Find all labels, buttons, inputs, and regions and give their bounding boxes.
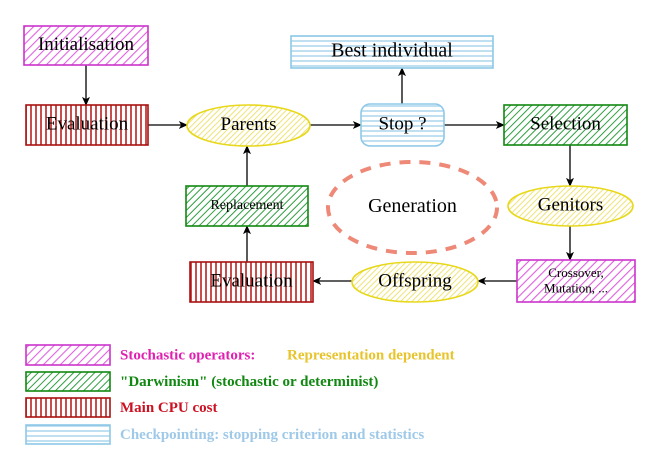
legend-label: "Darwinism" (stochastic or determinist) xyxy=(120,374,378,390)
node-shape xyxy=(185,185,309,227)
node-shape xyxy=(503,104,628,146)
node-shape xyxy=(360,103,445,147)
node-offspring[interactable]: Offspring xyxy=(351,261,479,303)
node-label-line2: Mutation, ... xyxy=(544,281,608,296)
node-generation[interactable]: Generation xyxy=(326,160,499,255)
node-shape xyxy=(507,185,634,227)
legend-swatch xyxy=(25,424,111,445)
node-crossover-mutation[interactable]: Crossover,Mutation, ... xyxy=(516,259,636,303)
node-shape xyxy=(351,261,479,303)
node-initialisation[interactable]: Initialisation xyxy=(23,25,149,66)
legend-item-checkpointing: Checkpointing: stopping criterion and st… xyxy=(25,424,424,445)
node-label: Stop ? xyxy=(378,113,426,134)
legend-label: Main CPU cost xyxy=(120,400,218,416)
node-stop[interactable]: Stop ? xyxy=(360,103,445,147)
legend-item-stochastic-operators: Stochastic operators: Representation depe… xyxy=(25,344,455,366)
node-label: Evaluation xyxy=(46,113,129,134)
node-shape xyxy=(290,35,494,69)
legend-item-main-cpu-cost: Main CPU cost xyxy=(25,397,218,418)
node-label: Selection xyxy=(530,113,601,134)
legend: Stochastic operators: Representation depe… xyxy=(25,344,455,445)
node-selection[interactable]: Selection xyxy=(503,104,628,146)
node-label: Offspring xyxy=(378,270,452,291)
node-best-individual[interactable]: Best individual xyxy=(290,35,494,69)
legend-swatch xyxy=(25,371,111,392)
node-shape xyxy=(516,259,636,303)
node-parents[interactable]: Parents xyxy=(186,104,311,147)
legend-swatch xyxy=(25,344,111,366)
legend-swatch xyxy=(25,397,111,418)
node-label: Evaluation xyxy=(210,270,293,291)
legend-label: Stochastic operators: xyxy=(120,347,255,363)
node-evaluation-bottom[interactable]: Evaluation xyxy=(189,261,314,303)
legend-item-darwinism: "Darwinism" (stochastic or determinist) xyxy=(25,371,378,392)
node-label: Replacement xyxy=(210,198,283,213)
node-shape xyxy=(23,25,149,66)
node-shape xyxy=(186,104,311,147)
node-replacement[interactable]: Replacement xyxy=(185,185,309,227)
node-evaluation-top[interactable]: Evaluation xyxy=(25,104,149,146)
node-shape xyxy=(189,261,314,303)
node-label: Parents xyxy=(221,114,277,135)
node-label: Best individual xyxy=(331,40,453,62)
legend-label: Checkpointing: stopping criterion and st… xyxy=(120,427,424,443)
node-label: Crossover, xyxy=(548,265,603,280)
node-label: Initialisation xyxy=(38,34,135,55)
node-label: Genitors xyxy=(538,194,603,215)
legend-label-secondary: Representation dependent xyxy=(287,347,455,363)
node-shape xyxy=(326,160,499,255)
node-label: Generation xyxy=(368,195,457,217)
node-genitors[interactable]: Genitors xyxy=(507,185,634,227)
node-shape xyxy=(25,104,149,146)
edges-layer xyxy=(81,65,575,286)
